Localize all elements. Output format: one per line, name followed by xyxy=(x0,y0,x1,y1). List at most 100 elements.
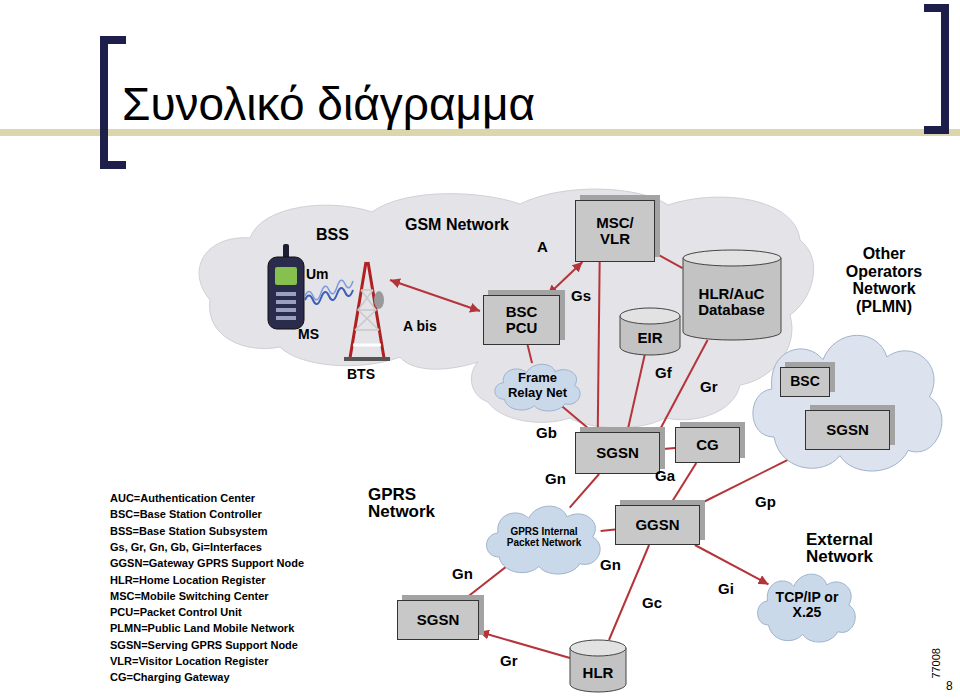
interface-label: Gp xyxy=(755,493,776,510)
bts-tower xyxy=(344,262,390,361)
interface-link xyxy=(570,474,599,508)
interface-link xyxy=(627,355,644,432)
network-element-box: SGSN xyxy=(805,410,890,450)
network-cloud: TCP/IP or X.25 xyxy=(752,565,862,645)
abbreviation-line: PLMN=Public Land Mobile Network xyxy=(110,622,294,635)
node-label: BSC PCU xyxy=(502,304,542,337)
network-element-box: BSC PCU xyxy=(483,295,560,345)
diagram-label: BSS xyxy=(316,226,349,244)
phone-screen xyxy=(275,267,297,285)
interface-label: Gb xyxy=(536,424,557,441)
node-label: HLR/AuC Database xyxy=(689,286,775,319)
interface-label: Gs xyxy=(571,287,591,304)
mobile-phone xyxy=(268,244,304,329)
cylinder-top xyxy=(570,640,626,656)
abbreviation-line: AUC=Authentication Center xyxy=(110,492,255,505)
radio-wave xyxy=(305,280,353,300)
cylinder-top xyxy=(620,308,680,324)
interface-label: Gr xyxy=(500,652,518,669)
cloud-shape xyxy=(487,506,601,574)
title-band xyxy=(0,129,960,136)
network-cloud: GPRS Internal Packet Network xyxy=(480,497,608,577)
abbreviation-line: MSC=Mobile Switching Center xyxy=(110,590,269,603)
node-label: Other Operators Network (PLMN) xyxy=(825,245,943,315)
interface-link xyxy=(660,448,675,449)
database-cylinder: HLR/AuC Database xyxy=(683,250,781,340)
interface-label: Gi xyxy=(718,580,734,597)
node-label: GPRS Internal Packet Network xyxy=(499,526,589,548)
abbreviation-line: BSS=Base Station Subsystem xyxy=(110,525,267,538)
cloud-shape xyxy=(494,364,579,411)
node-label: TCP/IP or X.25 xyxy=(771,590,843,621)
node-label: EIR xyxy=(637,330,662,347)
network-element-box: SGSN xyxy=(397,600,479,640)
node-label: SGSN xyxy=(417,612,460,629)
node-outline xyxy=(742,317,955,477)
abbreviation-line: Gs, Gr, Gn, Gb, Gi=Interfaces xyxy=(110,541,262,554)
phone-keys xyxy=(276,292,296,296)
cylinder-body xyxy=(683,258,781,340)
diagram-label: External Network xyxy=(806,531,902,565)
network-element-box: MSC/ VLR xyxy=(575,200,655,262)
phone-body xyxy=(268,257,304,329)
tower-legs xyxy=(350,262,384,358)
interface-link xyxy=(695,545,769,584)
tower-base xyxy=(344,357,390,361)
tower-stripe xyxy=(353,344,381,347)
database-cylinder: HLR xyxy=(570,640,626,692)
right-bracket xyxy=(924,8,945,130)
abbreviation-line: VLR=Visitor Location Register xyxy=(110,655,268,668)
abbreviation-line: PCU=Packet Control Unit xyxy=(110,606,242,619)
cloud-shape xyxy=(753,335,942,471)
cloud-shape xyxy=(758,574,856,642)
network-element-box: SGSN xyxy=(575,432,660,474)
node-label: SGSN xyxy=(826,422,869,439)
node-label: Frame Relay Net xyxy=(505,371,571,400)
interface-label: Gn xyxy=(600,556,621,573)
interface-label: Gn xyxy=(452,565,473,582)
diagram-label: GPRS Network xyxy=(368,486,458,520)
diagram-label: GSM Network xyxy=(405,216,509,234)
operator-network-cloud: BSC SGSN Other Operators Network (PLMN) xyxy=(742,245,955,477)
slide-title: Συνολικό διάγραμμα xyxy=(122,78,535,131)
interface-label: Gf xyxy=(655,364,672,381)
interface-label: Gc xyxy=(642,594,662,611)
interface-link xyxy=(479,632,570,658)
abbreviation-line: SGSN=Serving GPRS Support Node xyxy=(110,639,298,652)
diagram-label: A bis xyxy=(403,318,437,334)
abbreviation-line: HLR=Home Location Register xyxy=(110,574,266,587)
tower-dish xyxy=(374,291,384,309)
phone-keys xyxy=(276,308,296,312)
database-cylinder: EIR xyxy=(620,308,680,355)
phone-keys xyxy=(276,316,296,320)
diagram-label: MS xyxy=(298,326,319,342)
interface-label: Gr xyxy=(700,378,718,395)
network-element-box: CG xyxy=(675,427,740,463)
node-label: BSC xyxy=(790,374,820,389)
abbreviation-line: CG=Charging Gateway xyxy=(110,671,230,684)
interface-label: A xyxy=(537,238,548,255)
interface-label: Ga xyxy=(655,467,675,484)
page-mark: 8 xyxy=(946,680,953,694)
network-element-box: GGSN xyxy=(615,505,700,545)
interface-link xyxy=(528,345,532,363)
node-label: CG xyxy=(696,437,719,454)
interface-label: Gn xyxy=(545,470,566,487)
node-label: HLR xyxy=(583,665,614,682)
interface-link xyxy=(601,529,615,531)
interface-link xyxy=(655,253,683,268)
interface-link xyxy=(560,405,592,432)
abbreviation-line: GGSN=Gateway GPRS Support Node xyxy=(110,557,304,570)
diagram-label: BTS xyxy=(347,366,375,382)
page-mark: 77008 xyxy=(930,648,943,679)
cylinder-top xyxy=(683,250,781,266)
node-label: GGSN xyxy=(635,517,679,534)
network-cloud: Frame Relay Net xyxy=(490,358,586,413)
node-label: SGSN xyxy=(596,445,639,462)
interface-link xyxy=(598,262,600,432)
diagram-label: Um xyxy=(306,266,329,282)
phone-keys xyxy=(276,300,296,304)
network-element-box: BSC xyxy=(780,367,830,397)
abis-link xyxy=(390,280,480,311)
